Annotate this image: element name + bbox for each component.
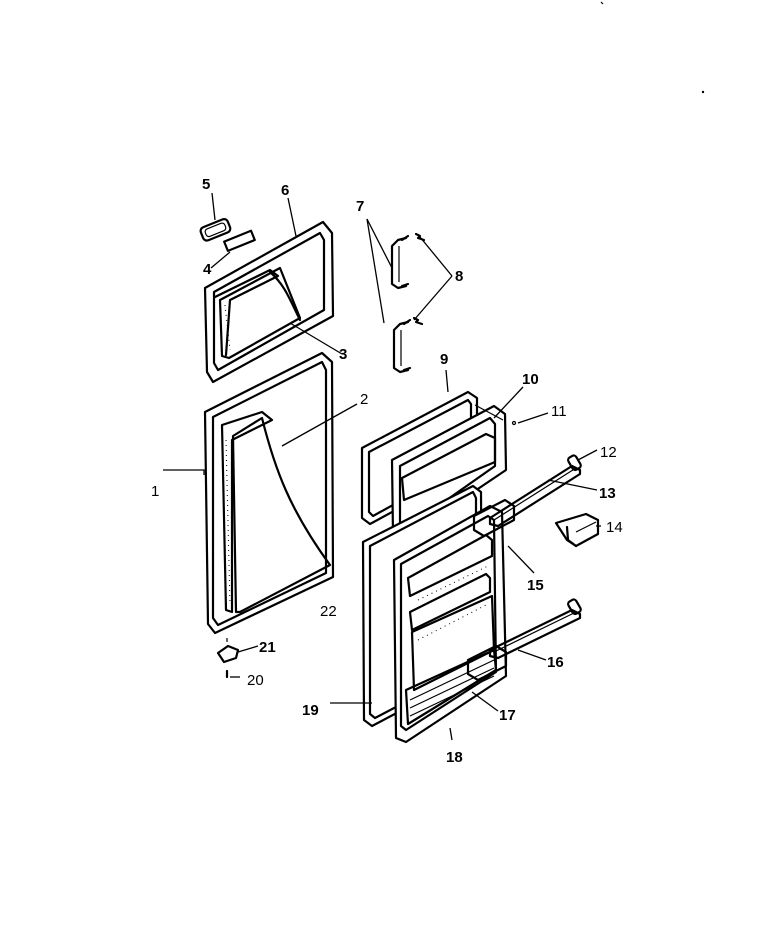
callout-7: 7	[356, 198, 364, 215]
callout-21: 21	[259, 639, 276, 656]
callout-16: 16	[547, 654, 564, 671]
callout-15: 15	[527, 577, 544, 594]
callout-5: 5	[202, 176, 210, 193]
fresh-food-door-liner	[231, 416, 332, 614]
handle-upper	[390, 234, 410, 290]
fresh-food-door-liner	[392, 504, 508, 744]
freezer-door-gasket	[213, 268, 280, 357]
callout-17: 17	[499, 707, 516, 724]
callout-10: 10	[522, 371, 539, 388]
callout-13: 13	[599, 485, 616, 502]
callout-6: 6	[281, 182, 289, 199]
scan-dot	[701, 90, 705, 94]
trim-piece-5	[199, 217, 232, 242]
screw-11	[511, 420, 517, 426]
leader-lines	[163, 192, 601, 741]
callout-4: 4	[203, 261, 212, 278]
callout-9: 9	[440, 351, 448, 368]
fresh-food-door	[203, 351, 335, 635]
freezer-door	[203, 220, 335, 384]
callout-8: 8	[455, 268, 463, 285]
trim-piece-4	[223, 229, 256, 252]
hinge-cam-21	[216, 638, 240, 664]
scan-mark	[600, 1, 604, 5]
callout-1: 1	[151, 483, 159, 500]
callout-18: 18	[446, 749, 463, 766]
shelf-rail-lower	[466, 598, 582, 682]
callout-11: 11	[551, 403, 567, 420]
callout-14: 14	[606, 519, 623, 536]
retainer-clip-14	[554, 512, 600, 548]
handle-lower	[392, 318, 412, 374]
callout-3: 3	[339, 346, 347, 363]
callout-19: 19	[302, 702, 319, 719]
callout-2: 2	[360, 391, 368, 408]
callout-12: 12	[600, 444, 617, 461]
callout-22: 22	[320, 603, 337, 620]
callout-20: 20	[247, 672, 264, 689]
